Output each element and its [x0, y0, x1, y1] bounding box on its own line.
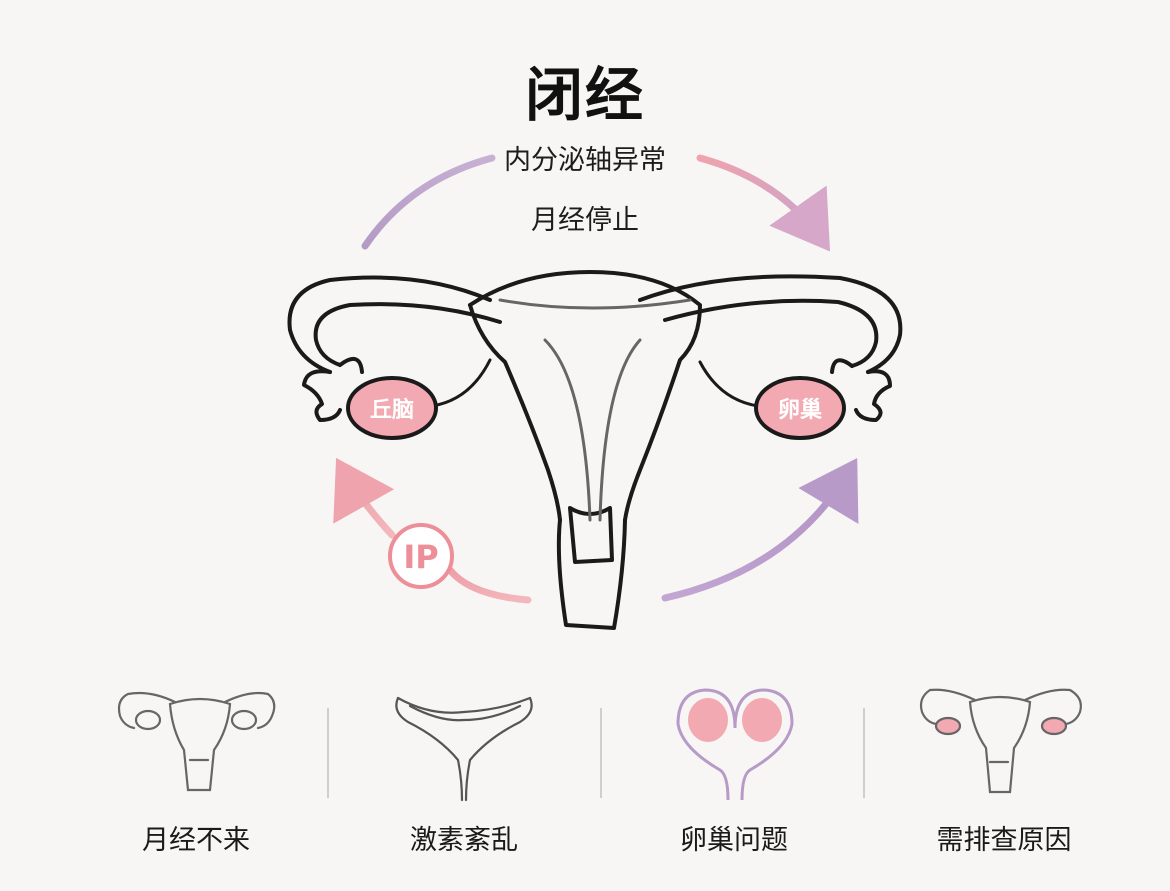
ovary-heart-icon	[676, 688, 794, 801]
ip-badge-label: IP	[403, 538, 438, 576]
caption-3: 卵巢问题	[680, 825, 788, 856]
page-title: 闭经	[524, 61, 645, 129]
arrow-top-left	[361, 154, 496, 250]
right-oval: 卵巢	[754, 376, 846, 440]
arrow-top-right	[696, 154, 831, 252]
arrow-bottom-right	[661, 457, 859, 602]
right-oval-label: 卵巢	[778, 397, 822, 423]
subtitle-top: 内分泌轴异常	[504, 145, 666, 176]
caption-1: 月经不来	[142, 825, 250, 856]
caption-4: 需排查原因	[936, 825, 1072, 856]
ip-badge: IP	[388, 523, 454, 589]
uterus-body-icon	[395, 696, 533, 802]
uterus-diagram	[287, 270, 903, 630]
left-oval-label: 丘脑	[370, 397, 414, 423]
left-oval: 丘脑	[346, 376, 438, 440]
uterus-outline-icon	[117, 691, 276, 792]
caption-2: 激素紊乱	[410, 825, 518, 856]
subtitle-bottom: 月经停止	[531, 205, 639, 236]
arrow-bottom-left	[446, 566, 532, 604]
uterus-ovaries-icon	[919, 688, 1082, 794]
arrow-left-up	[333, 457, 396, 539]
